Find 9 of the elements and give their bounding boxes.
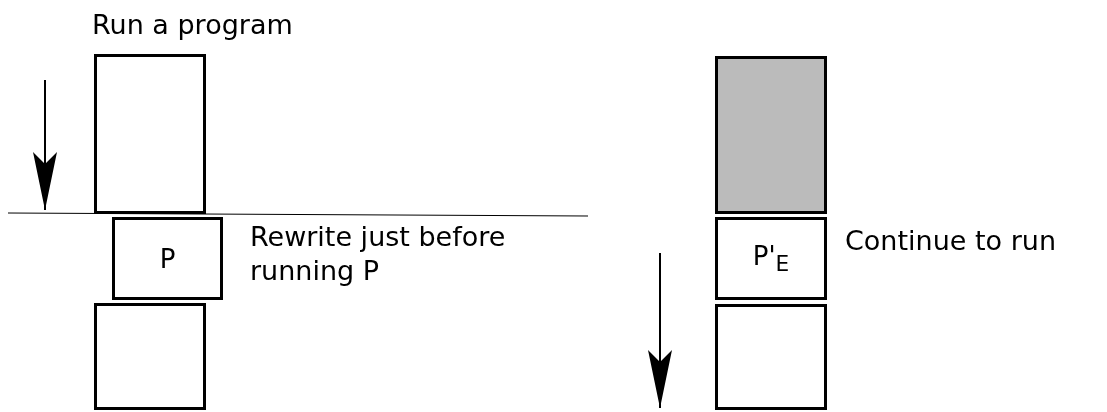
annotation-text: Run a program	[92, 8, 293, 42]
empty-box	[715, 304, 827, 410]
program-box: P	[112, 217, 223, 300]
program-box: P'$_{E}$	[715, 217, 827, 300]
annotation-text: Continue to run	[845, 224, 1057, 258]
shaded-box	[715, 56, 827, 214]
annotation-text: Rewrite just before running P	[250, 220, 507, 288]
empty-box	[94, 303, 206, 410]
empty-box	[94, 54, 206, 214]
